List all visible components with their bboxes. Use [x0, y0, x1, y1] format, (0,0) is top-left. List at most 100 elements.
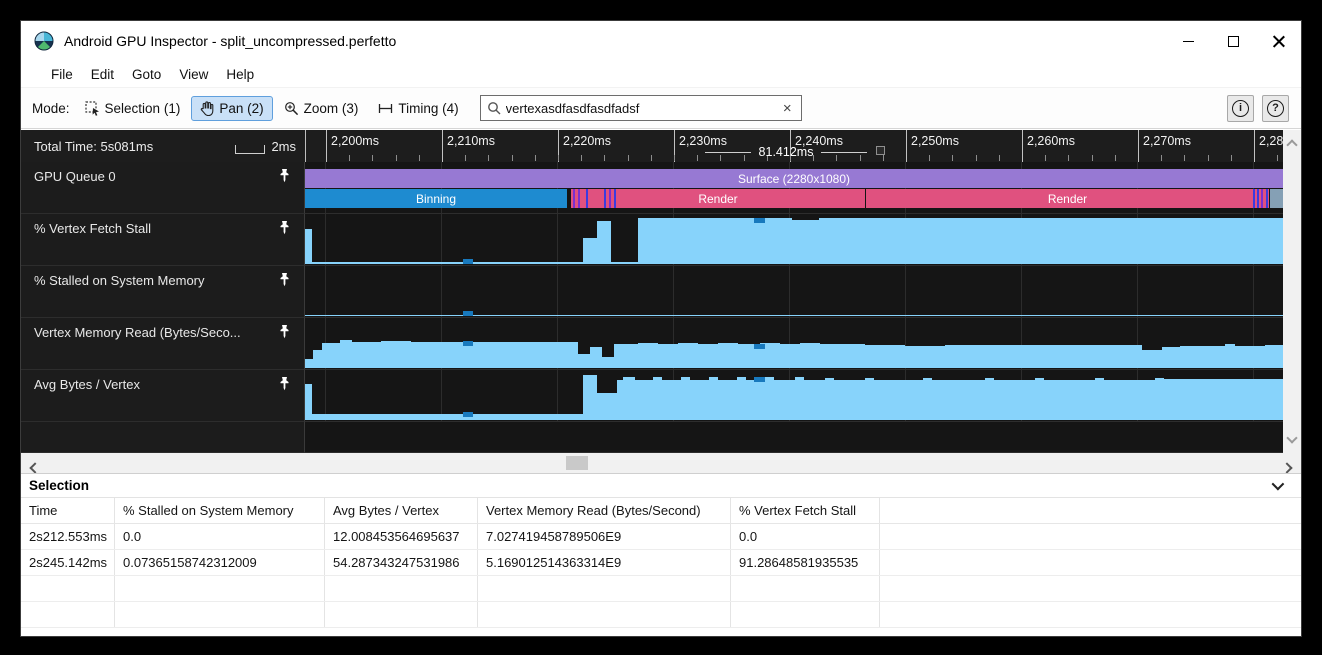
chart-area-segment	[611, 262, 638, 264]
sample-marker[interactable]	[463, 341, 473, 346]
mode-selection-button[interactable]: Selection (1)	[76, 96, 190, 121]
pin-icon[interactable]	[278, 376, 291, 396]
selection-panel-header[interactable]: Selection	[21, 474, 1301, 498]
scroll-up-icon[interactable]	[1286, 136, 1298, 154]
ruler-minor-tick	[813, 155, 814, 161]
selection-panel: Selection Time% Stalled on System Memory…	[21, 473, 1301, 636]
table-row[interactable]	[21, 576, 1301, 602]
ruler-minor-tick	[558, 155, 559, 161]
ruler-minor-tick	[1161, 155, 1162, 161]
slice-marker	[604, 189, 606, 208]
menu-item-help[interactable]: Help	[226, 66, 255, 82]
chart-area-segment	[312, 262, 583, 264]
track-row: Vertex Memory Read (Bytes/Seco...	[21, 318, 1283, 370]
slice-tail[interactable]	[1270, 189, 1283, 208]
track-chart-area[interactable]	[305, 266, 1283, 318]
chart-area-segment	[718, 380, 737, 420]
ruler-gridline	[790, 130, 791, 162]
scroll-down-icon[interactable]	[1286, 429, 1298, 447]
info-button[interactable]: i	[1227, 94, 1254, 122]
pin-icon[interactable]	[278, 272, 291, 292]
pin-icon[interactable]	[278, 324, 291, 344]
sample-marker[interactable]	[754, 218, 765, 223]
maximize-button[interactable]	[1211, 21, 1256, 61]
slice-binning[interactable]: Binning	[305, 189, 567, 208]
collapse-chevron-icon[interactable]	[1271, 477, 1285, 491]
slice-render-2[interactable]: Render	[866, 189, 1269, 208]
chart-area-segment	[1162, 347, 1180, 368]
search-input[interactable]	[505, 100, 780, 116]
ruler-minor-tick	[1115, 155, 1116, 161]
slice-marker	[573, 189, 575, 208]
chart-area-segment	[1235, 346, 1265, 368]
chart-area-segment	[760, 343, 780, 368]
sample-marker[interactable]	[754, 344, 765, 349]
chart-area-segment	[820, 344, 840, 368]
slice-surface[interactable]: Surface (2280x1080)	[305, 169, 1283, 188]
mode-zoom-button[interactable]: Zoom (3)	[275, 96, 368, 121]
track-chart-area[interactable]	[305, 318, 1283, 370]
info-icon: i	[1232, 99, 1249, 117]
chart-area-segment	[795, 377, 804, 420]
track-chart-area[interactable]	[305, 214, 1283, 266]
ruler-minor-tick	[883, 155, 884, 161]
close-button[interactable]	[1256, 21, 1301, 61]
chart-area-segment	[1035, 378, 1044, 420]
track-label: GPU Queue 0	[21, 162, 305, 214]
ruler-minor-tick	[1184, 155, 1185, 161]
minimize-icon	[1183, 40, 1194, 42]
ruler-gridline	[1138, 130, 1139, 162]
menu-item-goto[interactable]: Goto	[132, 66, 162, 82]
ruler-gridline	[1022, 130, 1023, 162]
track-label-text: % Stalled on System Memory	[34, 273, 205, 288]
ruler-minor-tick	[1045, 155, 1046, 161]
chart-area-segment	[305, 359, 313, 368]
chart-area-segment	[780, 344, 800, 368]
chart-area-segment	[840, 344, 865, 368]
pin-icon[interactable]	[278, 220, 291, 240]
ruler-minor-tick	[767, 155, 768, 161]
sample-marker[interactable]	[463, 311, 473, 316]
table-cell: 2s212.553ms	[21, 524, 115, 549]
chart-area-segment	[932, 380, 985, 420]
clear-search-icon[interactable]: ×	[782, 99, 792, 117]
ruler-minor-tick	[697, 155, 698, 161]
chart-area-segment	[698, 344, 718, 368]
chart-area-segment	[597, 221, 611, 264]
horizontal-scrollbar-thumb[interactable]	[566, 456, 588, 470]
slice-render-1[interactable]: Render	[571, 189, 865, 208]
sample-marker[interactable]	[463, 412, 473, 417]
ruler-tick-label: 2,210ms	[447, 134, 495, 148]
table-cell	[478, 576, 731, 601]
chart-area-segment	[865, 378, 874, 420]
menu-item-file[interactable]: File	[51, 66, 73, 82]
table-row[interactable]	[21, 602, 1301, 628]
chart-area-segment	[381, 341, 411, 368]
sample-marker[interactable]	[754, 377, 765, 382]
sample-marker[interactable]	[463, 259, 473, 264]
chart-area-segment	[638, 343, 658, 368]
chart-area-segment	[460, 342, 578, 368]
menu-item-view[interactable]: View	[179, 66, 209, 82]
horizontal-scrollbar[interactable]	[21, 453, 1301, 474]
mode-pan-button[interactable]: Pan (2)	[191, 95, 273, 121]
help-button[interactable]: ?	[1262, 94, 1289, 122]
ruler-tick-label: 2,240ms	[795, 134, 843, 148]
slice-marker	[586, 189, 588, 208]
vertical-scrollbar[interactable]	[1283, 130, 1301, 453]
mode-timing-button[interactable]: Timing (4)	[369, 96, 467, 121]
minimize-button[interactable]	[1166, 21, 1211, 61]
menu-item-edit[interactable]: Edit	[90, 66, 115, 82]
table-cell	[880, 602, 1301, 627]
table-cell	[731, 576, 880, 601]
track-chart-area[interactable]	[305, 370, 1283, 422]
zoom-icon	[284, 101, 299, 116]
chart-area-segment	[945, 345, 1005, 368]
timing-cursor-icon	[876, 146, 885, 155]
pin-icon[interactable]	[278, 168, 291, 188]
